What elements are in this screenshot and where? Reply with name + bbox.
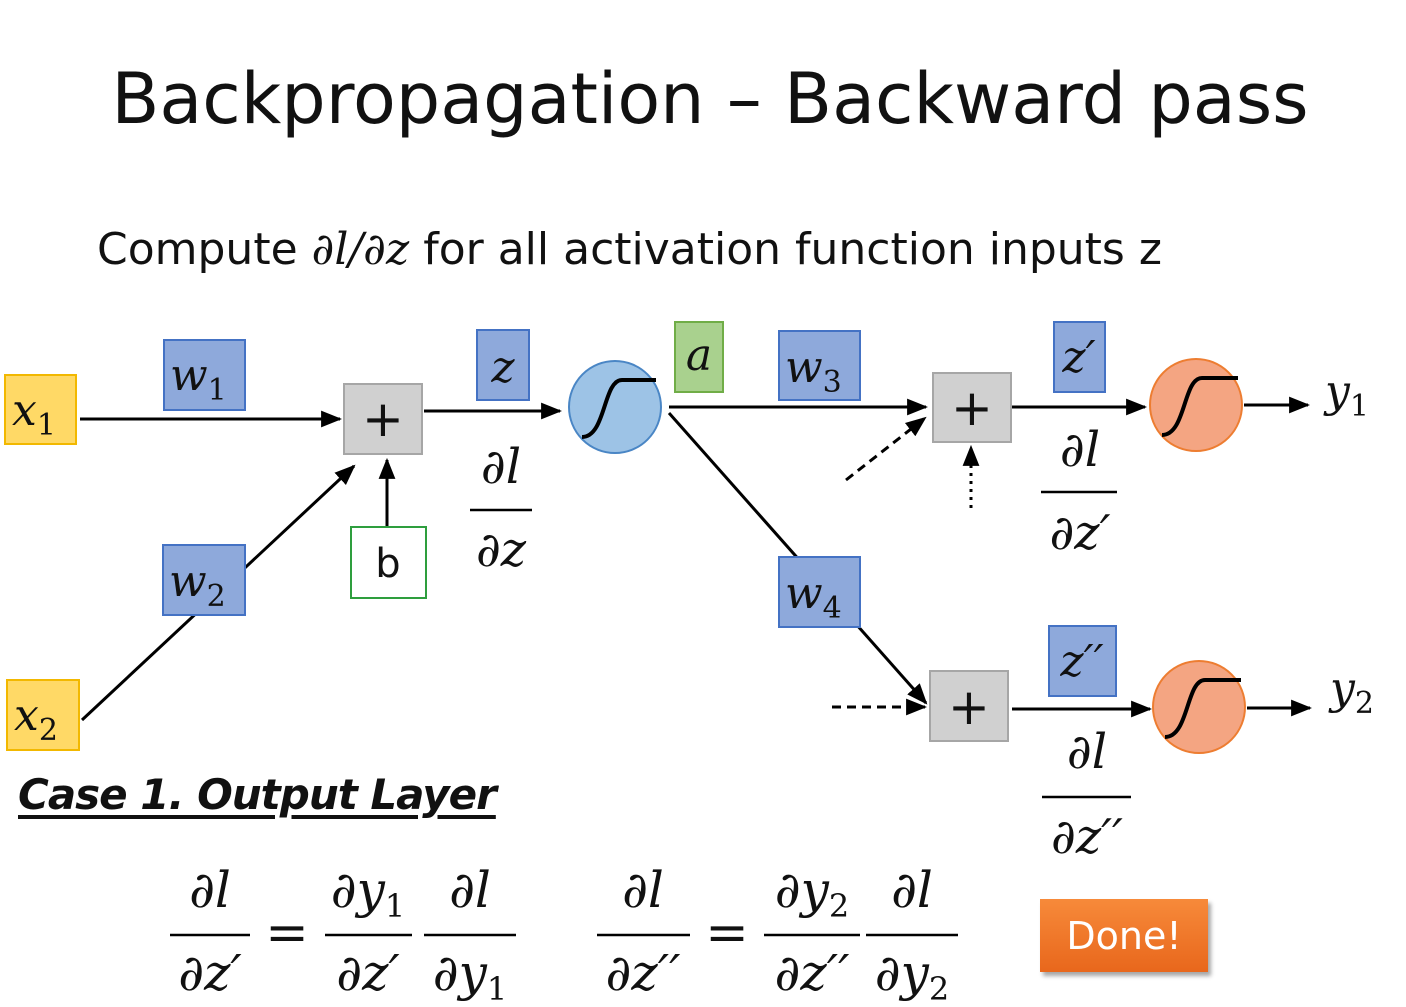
z-double-prime-box: z′′ xyxy=(1048,625,1117,697)
input-node-x1: x1 xyxy=(4,374,77,445)
plus-symbol: + xyxy=(951,379,993,437)
eq2-f1-num-sub: 2 xyxy=(829,887,849,925)
w1-base: w xyxy=(170,350,208,401)
eq2-lhs-num: ∂l xyxy=(622,861,664,919)
eq1-f2-num: ∂l xyxy=(449,861,491,919)
grad-num: ∂l xyxy=(1067,724,1107,780)
output-neuron-1 xyxy=(1149,358,1243,452)
grad-den: ∂z′′ xyxy=(1051,809,1123,865)
x2-sub: 2 xyxy=(39,713,58,748)
subtitle-math: ∂l/∂z xyxy=(311,224,410,275)
w3-sub: 3 xyxy=(823,365,842,400)
bias-node: b xyxy=(350,526,427,599)
eq1-f1-num-sub: 1 xyxy=(385,887,405,925)
sum-node-output2: + xyxy=(929,670,1009,742)
eq2-lhs-den: ∂z′′ xyxy=(606,944,682,1002)
grad-dl-dz-prime: ∂l ∂z′ xyxy=(1041,422,1117,561)
eq2-f1-num-base: ∂y xyxy=(775,861,830,919)
eq2-f2-den-base: ∂y xyxy=(875,944,930,1002)
weight-w1: w1 xyxy=(163,339,246,411)
eq1-equals: = xyxy=(265,903,309,963)
w4-base: w xyxy=(785,568,823,619)
eq2-f1-den: ∂z′′ xyxy=(775,944,851,1002)
sigmoid-icon xyxy=(1161,376,1238,437)
y2-sub: 2 xyxy=(1355,686,1374,721)
bias-label: b xyxy=(375,541,400,587)
equation-output2: ∂l ∂z′′ = ∂y2 ∂z′′ ∂l ∂y2 xyxy=(597,861,958,1007)
a-label: a xyxy=(686,330,712,381)
z-label: z xyxy=(490,342,515,393)
svg-text:∂y1: ∂y1 xyxy=(331,861,405,925)
weight-w4: w4 xyxy=(778,556,861,628)
z-prime-label: z′ xyxy=(1061,332,1095,383)
svg-text:x2: x2 xyxy=(14,690,58,748)
svg-text:x1: x1 xyxy=(12,385,56,443)
subtitle-text-before: Compute xyxy=(97,224,312,275)
svg-text:∂y1: ∂y1 xyxy=(433,944,507,1007)
w2-base: w xyxy=(169,556,207,607)
page-title: Backpropagation – Backward pass xyxy=(111,58,1309,140)
svg-text:w3: w3 xyxy=(785,342,842,400)
y1-sub: 1 xyxy=(1350,389,1369,424)
eq2-f2-num: ∂l xyxy=(891,861,933,919)
y2-base: y xyxy=(1328,663,1356,714)
case-heading: Case 1. Output Layer xyxy=(18,770,497,819)
plus-symbol: + xyxy=(948,678,990,736)
hidden-neuron xyxy=(568,360,662,454)
grad-dl-dz-double-prime: ∂l ∂z′′ xyxy=(1042,724,1131,865)
svg-text:∂y2: ∂y2 xyxy=(875,944,949,1007)
sum-node-output1: + xyxy=(932,372,1012,443)
z-box: z xyxy=(476,329,530,401)
w1-sub: 1 xyxy=(208,373,227,408)
output-neuron-2 xyxy=(1152,660,1246,754)
grad-num: ∂l xyxy=(1060,422,1100,478)
input-node-x2: x2 xyxy=(6,679,80,751)
subtitle: Compute ∂l/∂z for all activation functio… xyxy=(97,224,1162,275)
output-label-y2: y2 xyxy=(1328,663,1374,721)
sigmoid-icon xyxy=(581,378,656,439)
done-button[interactable]: Done! xyxy=(1040,899,1208,972)
w3-base: w xyxy=(785,342,823,393)
eq1-f1-den: ∂z′ xyxy=(336,944,400,1002)
svg-text:w1: w1 xyxy=(170,350,227,408)
weight-w3: w3 xyxy=(778,330,861,401)
grad-den: ∂z′ xyxy=(1049,505,1110,561)
svg-text:w4: w4 xyxy=(785,568,842,626)
y1-base: y xyxy=(1323,366,1351,417)
z-double-prime-label: z′′ xyxy=(1059,636,1103,687)
w2-sub: 2 xyxy=(207,579,226,614)
eq1-lhs-num: ∂l xyxy=(189,861,231,919)
x1-base: x xyxy=(12,385,37,436)
x1-sub: 1 xyxy=(37,408,56,443)
eq1-f1-num-base: ∂y xyxy=(331,861,386,919)
subtitle-text-after: for all activation function inputs z xyxy=(409,224,1162,275)
eq2-f2-den-sub: 2 xyxy=(929,970,949,1007)
z-prime-box: z′ xyxy=(1053,321,1106,393)
grad-num: ∂l xyxy=(481,439,521,495)
plus-symbol: + xyxy=(362,390,404,448)
sum-node-hidden: + xyxy=(343,383,423,455)
edge-dashed-to-sum-top xyxy=(845,416,927,482)
grad-dl-dz: ∂l ∂z xyxy=(470,439,532,578)
svg-text:∂y2: ∂y2 xyxy=(775,861,849,925)
eq2-equals: = xyxy=(705,903,749,963)
eq1-f2-den-base: ∂y xyxy=(433,944,488,1002)
x2-base: x xyxy=(14,690,39,741)
grad-den: ∂z xyxy=(476,522,527,578)
eq1-f2-den-sub: 1 xyxy=(487,970,507,1007)
output-label-y1: y1 xyxy=(1323,366,1369,424)
equation-output1: ∂l ∂z′ = ∂y1 ∂z′ ∂l ∂y1 xyxy=(170,861,516,1007)
sigmoid-icon xyxy=(1164,678,1241,739)
eq1-lhs-den: ∂z′ xyxy=(178,944,242,1002)
svg-text:w2: w2 xyxy=(169,556,226,614)
w4-sub: 4 xyxy=(823,591,842,626)
weight-w2: w2 xyxy=(162,544,246,616)
a-box: a xyxy=(674,321,724,393)
